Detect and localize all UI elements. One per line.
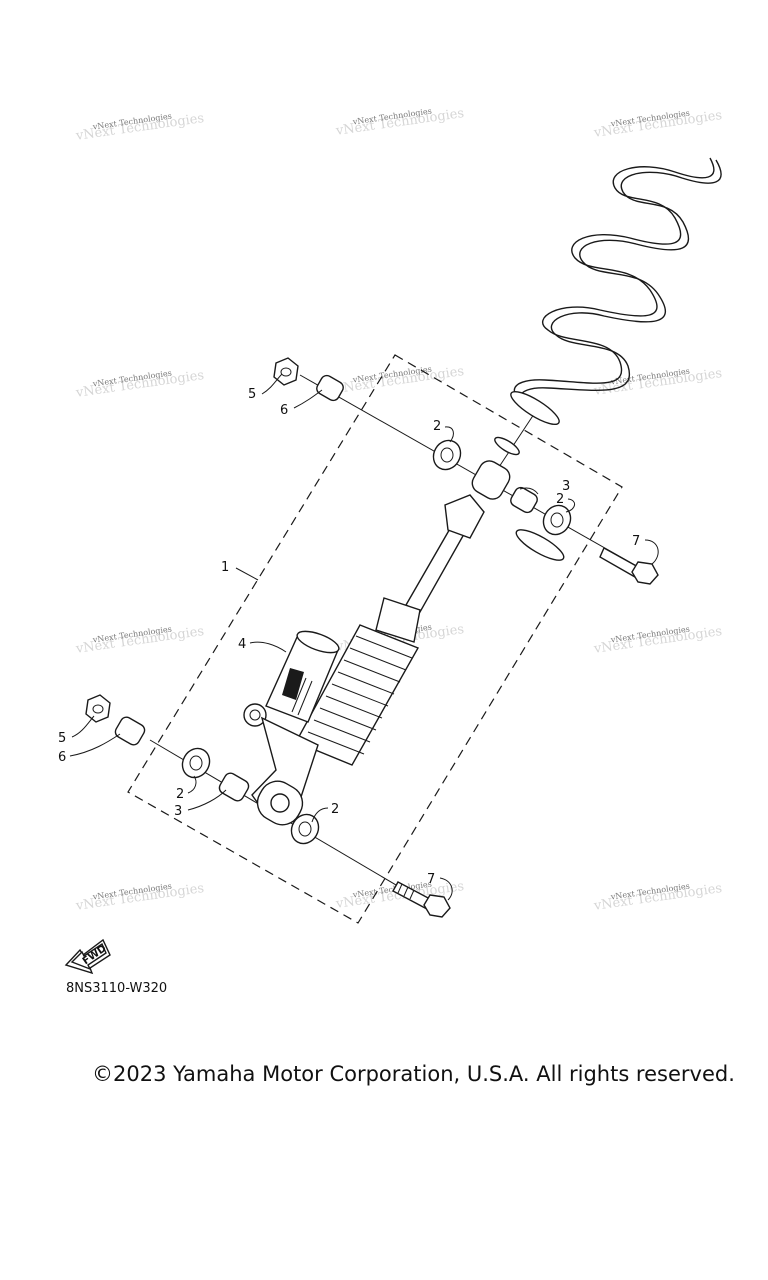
- dust-boot: [295, 624, 420, 766]
- collar-bottom: [114, 716, 146, 746]
- watermark-4: vNext Technologies vNext Technologies: [74, 368, 205, 401]
- callout-3-bottom: 3: [174, 804, 182, 819]
- diagram-code: 8NS3110-W320: [66, 981, 168, 996]
- assembly-boundary: [127, 354, 623, 924]
- bushing-top-right: [542, 504, 572, 536]
- watermark-2: vNext Technologies vNext Technologies: [334, 106, 465, 139]
- callout-2-top-right: 2: [556, 492, 564, 507]
- watermark-6: vNext Technologies vNext Technologies: [592, 366, 723, 399]
- spring-retainer: [515, 529, 565, 561]
- watermark-10: vNext Technologies vNext Technologies: [74, 881, 205, 914]
- coil-spring: [510, 157, 722, 426]
- spring-seat: [510, 390, 560, 426]
- callout-7-top: 7: [632, 534, 640, 549]
- top-mount: [444, 494, 485, 539]
- fwd-arrow-icon: FWD: [64, 938, 111, 975]
- watermark-7: vNext Technologies vNext Technologies: [74, 624, 205, 657]
- watermark-12: vNext Technologies vNext Technologies: [592, 881, 723, 914]
- callout-7-bottom: 7: [427, 872, 435, 887]
- callout-3-top: 3: [562, 479, 570, 494]
- callout-4: 4: [238, 637, 246, 652]
- bolt-bottom: [392, 881, 451, 918]
- callout-6-bottom: 6: [58, 750, 66, 765]
- callout-6-top: 6: [280, 403, 288, 418]
- watermark-5: vNext Technologies vNext Technologies: [334, 364, 465, 397]
- top-eye-bushing: [471, 460, 511, 500]
- watermark-9: vNext Technologies vNext Technologies: [592, 624, 723, 657]
- collar-bottom-mid: [218, 772, 250, 802]
- callout-numbers: 1 2 2 2 2 3 3 4 5 5 6 6 7 7: [58, 387, 640, 887]
- collar-top: [316, 374, 344, 402]
- bump-stop: [375, 597, 421, 643]
- collar-top-right: [510, 486, 538, 514]
- bushing-top-left: [432, 439, 462, 471]
- washer-top: [494, 436, 520, 456]
- bolt-top: [599, 547, 659, 585]
- bottom-hardware: [85, 694, 451, 918]
- bushing-bottom-left: [181, 747, 211, 779]
- callout-leaders: [69, 373, 659, 901]
- watermark-grid: vNext Technologies vNext Technologies vN…: [74, 106, 723, 914]
- shock-absorber: [243, 460, 511, 826]
- callout-2-bottom-left: 2: [176, 787, 184, 802]
- callout-2-bottom-right: 2: [331, 802, 339, 817]
- watermark-1: vNext Technologies vNext Technologies: [74, 111, 205, 144]
- watermark-3: vNext Technologies vNext Technologies: [592, 108, 723, 141]
- callout-1: 1: [221, 560, 229, 575]
- nut-bottom: [85, 694, 111, 723]
- callout-2-top-left: 2: [433, 419, 441, 434]
- copyright-notice: ©2023 Yamaha Motor Corporation, U.S.A. A…: [92, 1062, 735, 1086]
- adjuster-knob: [243, 703, 267, 727]
- reservoir: [265, 630, 340, 723]
- callout-5-bottom: 5: [58, 731, 66, 746]
- nut-top: [273, 357, 299, 386]
- callout-5-top: 5: [248, 387, 256, 402]
